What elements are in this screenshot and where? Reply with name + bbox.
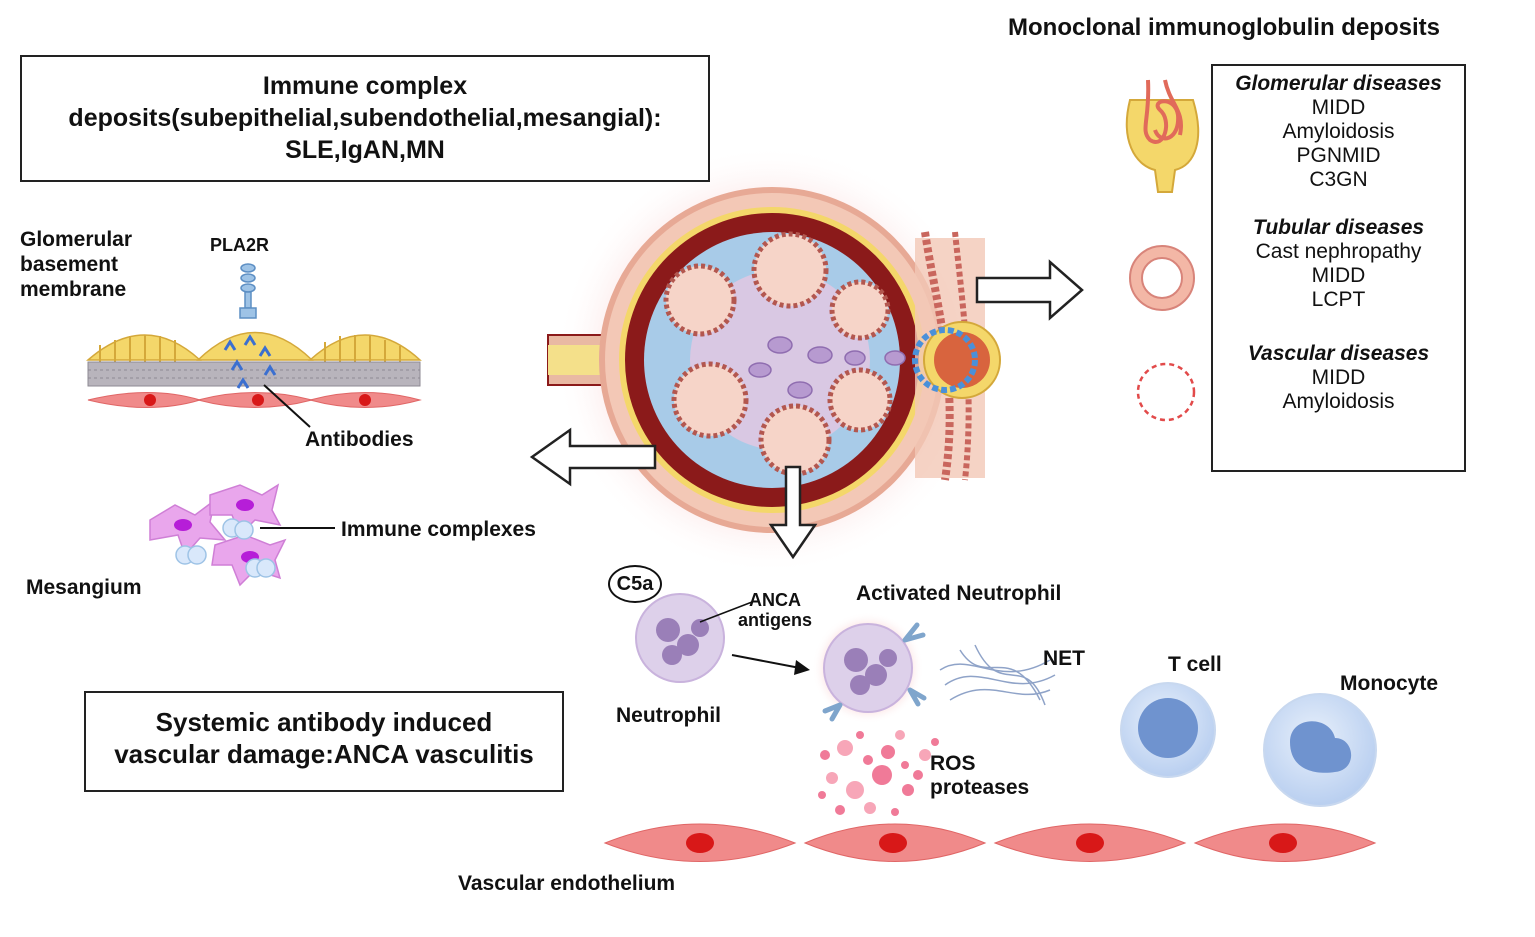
- t-cell-illustration: [1120, 682, 1216, 778]
- proteases-label: proteases: [930, 776, 1030, 800]
- vascular-endothelium-label: Vascular endothelium: [458, 872, 676, 895]
- tubular-item: Cast nephropathy: [1255, 240, 1422, 263]
- gbm-label: Glomerular basement membrane: [20, 227, 132, 303]
- ros-particles: [818, 730, 939, 816]
- glomerulus-illustration: [547, 145, 1001, 575]
- pla2r-label: PLA2R: [210, 235, 270, 255]
- anca-antigens-label: ANCA antigens: [738, 590, 813, 631]
- immune-complex-line3: SLE,IgAN,MN: [285, 135, 445, 164]
- glomerulus-icon: [1125, 79, 1200, 193]
- monocyte-label: Monocyte: [1340, 672, 1439, 695]
- vascular-item: Amyloidosis: [1282, 390, 1395, 413]
- glomerular-item: MIDD: [1311, 96, 1366, 119]
- glomerular-item: Amyloidosis: [1282, 120, 1395, 143]
- vascular-endothelium-illustration: [603, 823, 1377, 862]
- ros-label: ROS: [930, 752, 976, 775]
- net-illustration: [939, 644, 1056, 706]
- mesangium-illustration: [149, 483, 335, 587]
- monoclonal-box: Glomerular diseases MIDD Amyloidosis PGN…: [1211, 64, 1466, 472]
- tubular-item: LCPT: [1311, 288, 1366, 311]
- gbm-label-line3: membrane: [20, 278, 127, 302]
- anca-label-line2: antigens: [738, 609, 813, 630]
- tubule-icon: [1129, 245, 1195, 311]
- systemic-line1: Systemic antibody induced: [155, 707, 493, 737]
- glomerular-heading: Glomerular diseases: [1235, 72, 1442, 95]
- gbm-label-line1: Glomerular: [20, 228, 133, 251]
- vascular-heading: Vascular diseases: [1247, 342, 1430, 365]
- t-cell-label: T cell: [1168, 653, 1222, 676]
- neutrophil-label: Neutrophil: [616, 704, 721, 727]
- immune-complexes-label: Immune complexes: [341, 518, 536, 541]
- tubular-item: MIDD: [1311, 264, 1366, 287]
- immune-complex-line1: Immune complex: [262, 72, 468, 100]
- tubular-heading: Tubular diseases: [1252, 216, 1425, 239]
- monoclonal-title: Monoclonal immunoglobulin deposits: [1008, 14, 1440, 41]
- vascular-item: MIDD: [1311, 366, 1366, 389]
- anca-label-line1: ANCA: [749, 590, 801, 610]
- ros-proteases-label: ROS proteases: [930, 752, 1029, 800]
- pla2r-receptor: [239, 263, 257, 319]
- immune-complex-box: Immune complex deposits(subepithelial,su…: [20, 55, 710, 182]
- glomerular-item: PGNMID: [1296, 144, 1381, 167]
- antibodies-label: Antibodies: [305, 428, 414, 451]
- c5a-badge: C5a: [608, 565, 662, 603]
- arrow-left: [529, 427, 657, 487]
- immune-complex-line2: deposits(subepithelial,subendothelial,me…: [68, 103, 662, 132]
- activated-neutrophil-illustration: [812, 612, 927, 724]
- systemic-box: Systemic antibody induced vascular damag…: [84, 691, 564, 792]
- arrow-right: [975, 259, 1084, 321]
- systemic-line2: vascular damage:ANCA vasculitis: [114, 738, 534, 769]
- activated-neutrophil-label: Activated Neutrophil: [856, 582, 1062, 605]
- gbm-illustration: [86, 263, 422, 428]
- c5a-label: C5a: [616, 573, 654, 595]
- mesangium-label: Mesangium: [26, 576, 142, 599]
- monocyte-illustration: [1263, 693, 1377, 807]
- arrow-down: [768, 465, 818, 560]
- gbm-label-line2: basement: [20, 253, 119, 277]
- net-label: NET: [1043, 647, 1085, 670]
- glomerular-item: C3GN: [1309, 168, 1368, 191]
- neutrophil-illustration: [635, 593, 810, 683]
- vessel-icon: [1136, 362, 1196, 422]
